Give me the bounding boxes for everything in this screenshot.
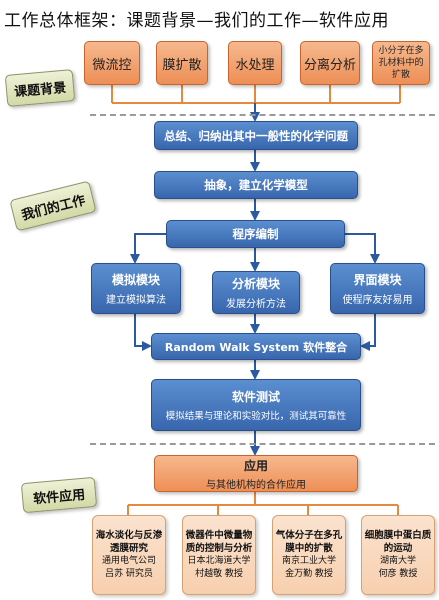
connector-ui-to-integration — [360, 314, 376, 351]
step-abstract-model-label: 抽象，建立化学模型 — [204, 178, 308, 192]
partner-microdevice-person: 村越敬 教授 — [195, 569, 243, 579]
module-analysis-subtitle: 发展分析方法 — [226, 299, 286, 310]
partner-cell-membrane-person: 何彦 教授 — [378, 569, 418, 579]
partner-gas-diffusion-person: 金万勤 教授 — [285, 569, 333, 579]
page-title: 工作总体框架：课题背景—我们的工作—软件应用 — [4, 11, 389, 31]
background-bracket — [111, 85, 401, 104]
step-software-integration-label: Random Walk System 软件整合 — [164, 340, 348, 354]
step-software-testing-subtitle: 模拟结果与理论和实验对比，测试其可靠性 — [165, 411, 347, 422]
application-box: 应用 与其他机构的合作应用 — [154, 455, 358, 492]
module-simulation-title: 模拟模块 — [111, 273, 160, 287]
divider-1 — [90, 114, 435, 116]
section-label-application: 软件应用 — [20, 476, 98, 514]
divider-2 — [90, 443, 435, 445]
topic-separation-analysis: 分离分析 — [300, 41, 360, 85]
step-software-testing-title: 软件测试 — [231, 390, 280, 404]
step-summarize-label: 总结、归纳出其中一般性的化学问题 — [164, 128, 348, 143]
section-label-background: 课题背景 — [4, 69, 76, 107]
connector-program-to-sim — [130, 233, 166, 264]
module-simulation: 模拟模块 建立模拟算法 — [91, 263, 181, 314]
partner-cell-membrane-org: 湖南大学 — [379, 556, 416, 566]
partner-cell-membrane-title: 细胞膜中蛋白质的运动 — [364, 530, 432, 554]
application-title: 应用 — [243, 458, 268, 473]
partner-gas-diffusion-org: 南京工业大学 — [281, 556, 336, 566]
module-interface-title: 界面模块 — [353, 273, 402, 287]
partner-microdevice-title: 微器件中微量物质的控制与分析 — [185, 530, 253, 554]
partner-desalination-person: 吕苏 研究员 — [105, 569, 153, 579]
step-programming: 程序编制 — [166, 220, 345, 248]
connector-sim-to-integration — [134, 314, 152, 351]
partner-desalination: 海水淡化与反渗透膜研究 通用电气公司 吕苏 研究员 — [92, 515, 166, 595]
module-analysis: 分析模块 发展分析方法 — [212, 271, 300, 314]
topic-membrane-diffusion: 膜扩散 — [156, 41, 208, 85]
module-interface-subtitle: 使程序友好易用 — [342, 295, 413, 306]
step-summarize: 总结、归纳出其中一般性的化学问题 — [154, 121, 358, 150]
topic-microfluidics: 微流控 — [84, 41, 140, 85]
connector-program-to-ui — [345, 233, 380, 264]
step-abstract-model: 抽象，建立化学模型 — [154, 171, 358, 199]
partner-microdevice: 微器件中微量物质的控制与分析 日本北海道大学 村越敬 教授 — [182, 515, 256, 595]
module-simulation-subtitle: 建立模拟算法 — [106, 295, 166, 306]
step-programming-label: 程序编制 — [232, 227, 279, 241]
topic-porous-diffusion: 小分子在多孔材料中的扩散 — [372, 41, 430, 85]
partner-gas-diffusion: 气体分子在多孔膜中的扩散 南京工业大学 金万勤 教授 — [272, 515, 346, 595]
partner-desalination-title: 海水淡化与反渗透膜研究 — [95, 530, 163, 554]
topic-water-treatment: 水处理 — [228, 41, 282, 85]
module-analysis-title: 分析模块 — [231, 277, 280, 291]
step-software-integration: Random Walk System 软件整合 — [151, 333, 361, 360]
partner-microdevice-org: 日本北海道大学 — [187, 556, 251, 566]
partner-desalination-org: 通用电气公司 — [101, 556, 156, 566]
step-software-testing: 软件测试 模拟结果与理论和实验对比，测试其可靠性 — [151, 379, 361, 431]
application-subtitle: 与其他机构的合作应用 — [206, 479, 306, 491]
partner-cell-membrane: 细胞膜中蛋白质的运动 湖南大学 何彦 教授 — [361, 515, 435, 595]
partner-gas-diffusion-title: 气体分子在多孔膜中的扩散 — [275, 530, 343, 554]
module-interface: 界面模块 使程序友好易用 — [330, 263, 425, 314]
